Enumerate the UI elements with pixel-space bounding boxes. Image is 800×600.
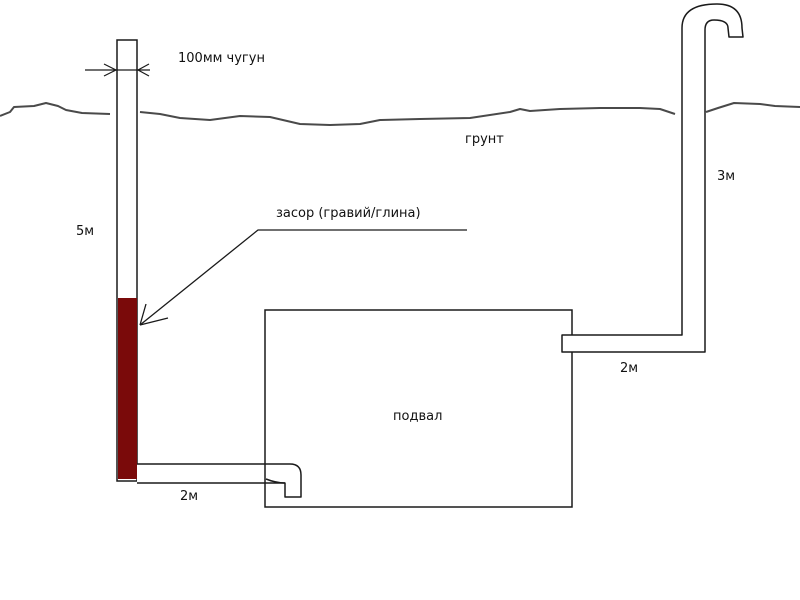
vertical-pipe-length-label: 5м: [76, 224, 95, 239]
left-pipe-elbow-end: [265, 478, 286, 484]
basement-box: [264, 309, 573, 508]
diameter-arrow-left: [103, 63, 118, 77]
blockage-label: засор (гравий/глина): [276, 206, 421, 221]
blockage-leader-line: [139, 229, 467, 326]
diameter-arrow-right: [136, 63, 150, 77]
ground-label: грунт: [465, 132, 504, 147]
right-horizontal-length-label: 2м: [620, 361, 639, 376]
vent-pipe-length-label: 3м: [717, 169, 736, 184]
left-horizontal-pipe: [137, 463, 302, 498]
blockage-fill: [118, 298, 137, 479]
blockage-arrowhead: [139, 303, 169, 326]
ground-line: [0, 102, 800, 126]
basement-label: подвал: [393, 409, 443, 424]
right-horizontal-pipe: [561, 3, 744, 353]
left-horizontal-length-label: 2м: [180, 489, 199, 504]
pipe-diameter-label: 100мм чугун: [178, 51, 265, 66]
